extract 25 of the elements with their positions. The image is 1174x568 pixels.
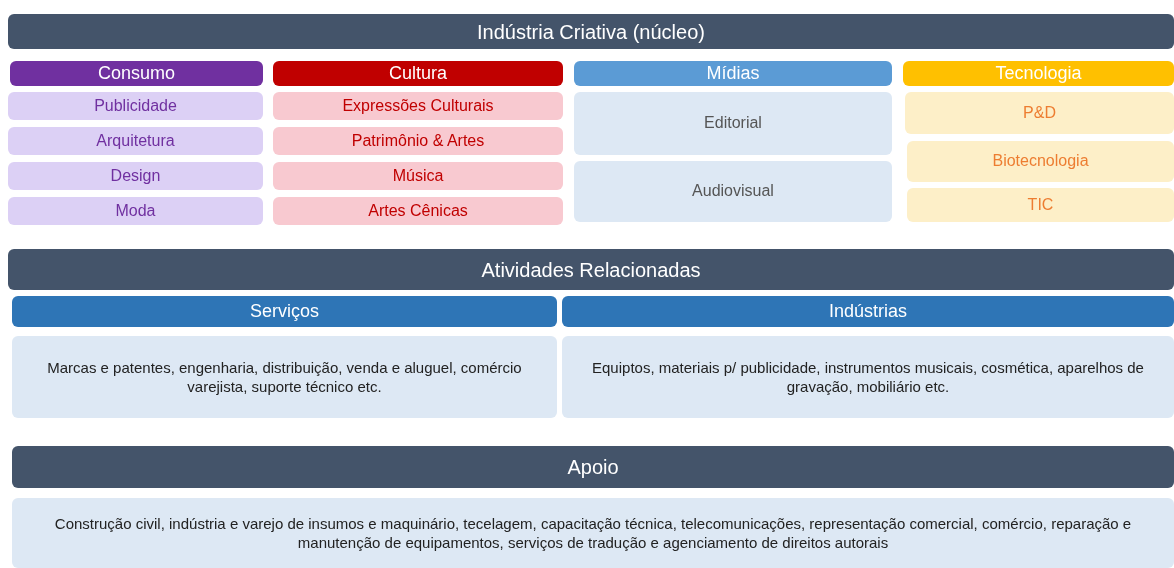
category-item: Design (8, 162, 263, 190)
category-item: Arquitetura (8, 127, 263, 155)
section-header-band: Atividades Relacionadas (8, 249, 1174, 290)
category-item: Equiptos, materiais p/ publicidade, instrumentos musicais, cosmética, aparelhos de gravação, mobiliário etc. (562, 336, 1174, 418)
category-header: Cultura (273, 61, 563, 86)
category-item: Patrimônio & Artes (273, 127, 563, 155)
category-item: Biotecnologia (907, 141, 1174, 182)
category-header: Indústrias (562, 296, 1174, 327)
category-item: TIC (907, 188, 1174, 222)
category-header: Mídias (574, 61, 892, 86)
category-item: Moda (8, 197, 263, 225)
section-header-band: Indústria Criativa (núcleo) (8, 14, 1174, 49)
category-item: Construção civil, indústria e varejo de insumos e maquinário, tecelagem, capacitação técnica, telecomunicações, representação comercial, comércio, reparação e manutenção de equipamentos, serviços de tradução e agenciamento de direitos autorais (12, 498, 1174, 568)
category-item: Publicidade (8, 92, 263, 120)
category-item: Artes Cênicas (273, 197, 563, 225)
category-header: Tecnologia (903, 61, 1174, 86)
category-item: Editorial (574, 92, 892, 155)
category-item: Expressões Culturais (273, 92, 563, 120)
category-header: Consumo (10, 61, 263, 86)
section-header-band: Apoio (12, 446, 1174, 488)
category-item: Audiovisual (574, 161, 892, 222)
category-item: Música (273, 162, 563, 190)
category-header: Serviços (12, 296, 557, 327)
category-item: Marcas e patentes, engenharia, distribuição, venda e aluguel, comércio varejista, suporte técnico etc. (12, 336, 557, 418)
category-item: P&D (905, 92, 1174, 134)
